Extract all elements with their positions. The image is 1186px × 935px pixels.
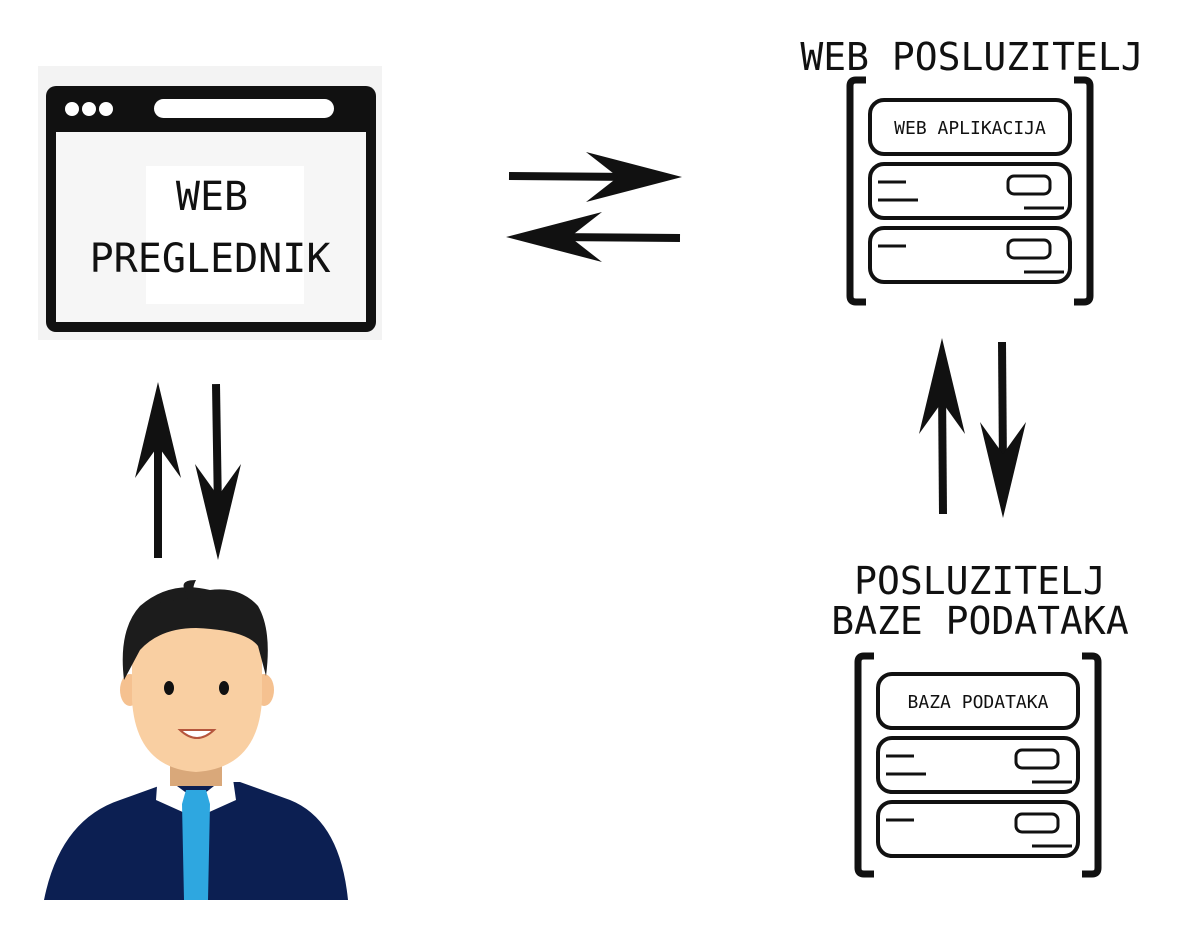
web-app-module-label: WEB APLIKACIJA xyxy=(894,118,1046,139)
arrow-browser-to-server xyxy=(508,152,682,202)
arrow-user-to-browser xyxy=(135,382,181,558)
db-server-title-line2: BAZE PODATAKA xyxy=(831,599,1129,643)
arrow-browser-to-user xyxy=(195,383,241,560)
arrow-server-to-db xyxy=(980,341,1026,518)
arrow-server-to-browser xyxy=(506,212,681,262)
database-module-label: BAZA PODATAKA xyxy=(908,692,1049,713)
user-avatar-icon xyxy=(44,580,348,900)
browser-window-icon: WEB PREGLEDNIK xyxy=(38,66,382,340)
web-server-title: WEB POSLUZITELJ xyxy=(800,35,1143,79)
db-server-title-line1: POSLUZITELJ xyxy=(854,559,1106,603)
arrow-db-to-server xyxy=(919,338,965,515)
database-rack-icon xyxy=(854,652,1102,878)
browser-label-line2: PREGLEDNIK xyxy=(90,236,331,282)
server-rack-icon xyxy=(846,76,1094,306)
browser-label-line1: WEB xyxy=(176,174,248,220)
